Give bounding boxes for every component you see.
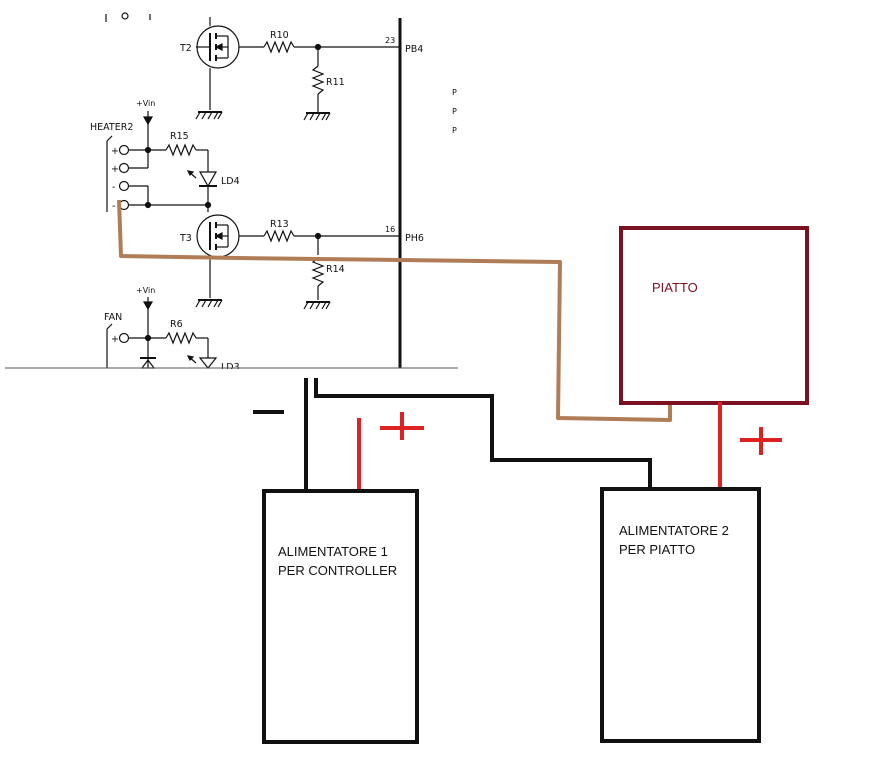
label-vin-1: +Vin — [136, 99, 155, 108]
resistor-r14-symbol — [311, 257, 325, 287]
label-r15: R15 — [170, 131, 189, 142]
plus-sign-1 — [380, 412, 424, 440]
vin-arrow-2 — [142, 301, 154, 311]
label-vin-2: +Vin — [136, 286, 155, 295]
piatto-label: PIATTO — [652, 280, 698, 295]
label-r13: R13 — [270, 219, 289, 230]
resistor-r11-symbol — [311, 65, 325, 95]
label-r14: R14 — [326, 264, 345, 275]
ground-symbol-3 — [195, 299, 223, 308]
transistor-t2-symbol — [196, 17, 240, 110]
ground-symbol-2 — [303, 112, 331, 121]
label-minus-2: - — [112, 201, 115, 212]
supply-1-box — [262, 489, 419, 744]
label-fan: FAN — [104, 312, 122, 323]
resistor-r15-symbol — [165, 143, 197, 157]
ground-symbol-1 — [195, 111, 223, 120]
resistor-r13-symbol — [263, 229, 295, 243]
supply-1-line-1: ALIMENTATORE 1 — [278, 544, 388, 559]
label-pin-23: 23 — [385, 36, 395, 45]
side-mark-3: P — [452, 126, 457, 135]
led-ld3-symbol — [198, 357, 218, 369]
supply-1-line-2: PER CONTROLLER — [278, 563, 397, 578]
label-t3: T3 — [179, 233, 192, 244]
label-pin-16: 16 — [385, 225, 395, 234]
supply-2-line-2: PER PIATTO — [619, 542, 695, 557]
led-ld4-symbol — [198, 171, 218, 188]
label-ph6: PH6 — [405, 233, 424, 244]
resistor-r10-symbol — [263, 40, 295, 54]
label-minus-1: - — [112, 182, 115, 193]
red-wires — [357, 402, 722, 490]
label-r10: R10 — [270, 30, 289, 41]
label-pb4: PB4 — [405, 44, 423, 55]
label-r11: R11 — [326, 77, 345, 88]
schematic-labels: T2 R10 R11 23 PB4 P P P +Vin HEATER2 R15… — [90, 30, 457, 373]
vin-arrow-1 — [142, 116, 154, 126]
label-plus-1: + — [111, 146, 119, 157]
schematic-excerpt — [105, 12, 402, 369]
label-ld4: LD4 — [221, 176, 240, 187]
brown-wire-heater-to-piatto — [117, 199, 672, 422]
side-mark-2: P — [452, 107, 457, 116]
piatto-box — [619, 226, 809, 405]
plus-sign-2 — [740, 427, 782, 455]
label-plus-2: + — [111, 164, 119, 175]
label-t2: T2 — [179, 43, 192, 54]
label-plus-fan: + — [111, 334, 119, 345]
supply-2-box — [600, 487, 761, 743]
ground-symbol-4 — [303, 301, 331, 310]
label-r6: R6 — [170, 319, 183, 330]
black-wires — [304, 378, 652, 490]
side-mark-1: P — [452, 88, 457, 97]
resistor-r6-symbol — [165, 331, 197, 345]
supply-2-line-1: ALIMENTATORE 2 — [619, 523, 729, 538]
label-heater2: HEATER2 — [90, 122, 133, 133]
